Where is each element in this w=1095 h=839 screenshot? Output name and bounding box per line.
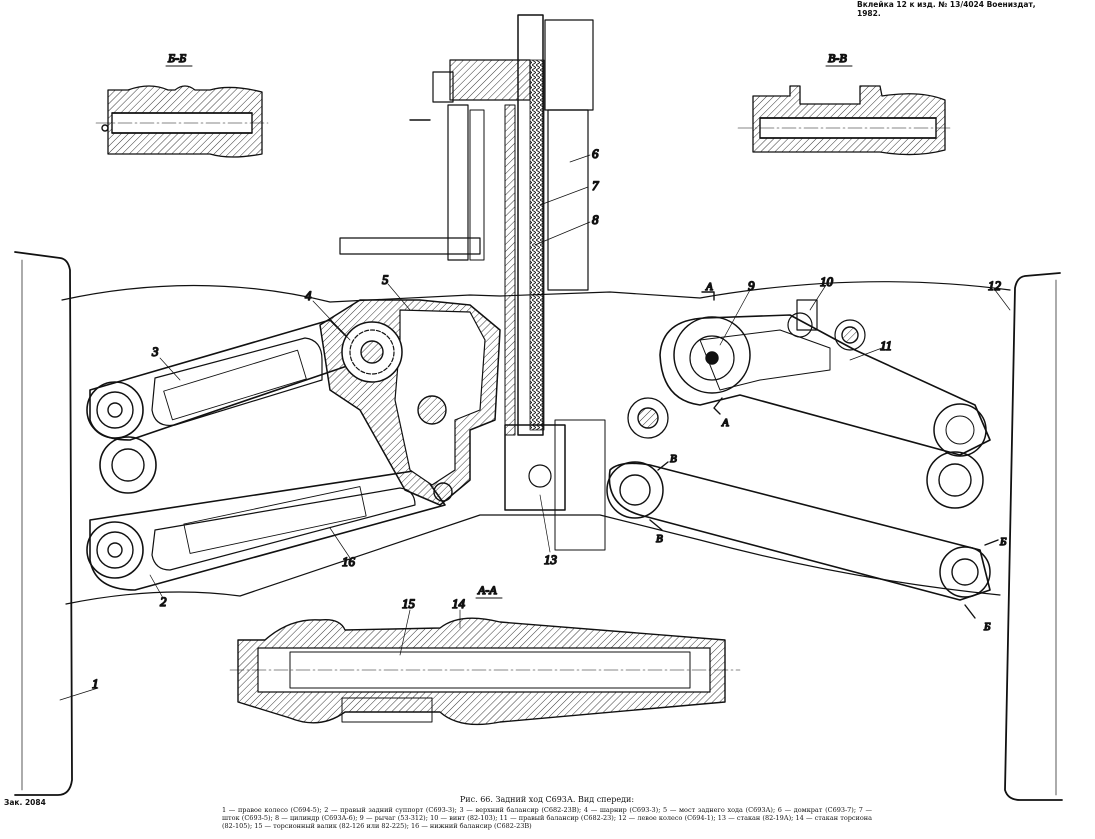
callout-2: 2	[160, 594, 167, 609]
section-aa-view	[229, 617, 741, 726]
callout-16: 16	[342, 554, 356, 569]
publisher-header: Вклейка 12 к изд. № 13/4024 Воениздат, 1…	[857, 0, 1087, 18]
rear-axle-bridge	[61, 281, 1011, 605]
callout-11: 11	[880, 338, 892, 353]
cut-mark-b-bottom: Б	[983, 621, 991, 633]
section-vv-view	[737, 85, 951, 156]
callout-7: 7	[592, 178, 599, 193]
callout-leaders	[59, 154, 1011, 701]
callout-5: 5	[382, 272, 389, 287]
road-rollers-right	[86, 381, 157, 579]
callout-3: 3	[151, 344, 159, 359]
publisher-line-2: 1982.	[857, 9, 881, 18]
callout-8: 8	[592, 212, 599, 227]
print-order-stamp: Зак. 2084	[4, 798, 46, 807]
callout-1: 1	[92, 676, 99, 691]
hinge-casting	[319, 299, 501, 506]
left-wheel	[1004, 272, 1063, 801]
figure-caption: Рис. 66. Задний ход С693А. Вид спереди: …	[222, 795, 872, 831]
cut-mark-v-top: В	[670, 453, 677, 465]
callout-10: 10	[820, 274, 834, 289]
section-vv-label: В-В	[828, 51, 847, 65]
callout-13: 13	[544, 552, 558, 567]
cut-mark-a-bottom: А	[721, 417, 729, 429]
section-cut-marks	[649, 291, 999, 619]
caption-legend: 1 — правое колесо (С694-5); 2 — правый з…	[222, 806, 872, 830]
publisher-line-1: Вклейка 12 к изд. № 13/4024 Воениздат,	[857, 0, 1036, 9]
cut-mark-b-top: Б	[999, 536, 1007, 548]
section-bb-view	[95, 85, 269, 158]
callout-15: 15	[402, 596, 416, 611]
lever-and-balancer	[659, 299, 991, 457]
lower-left-balancer	[606, 397, 991, 601]
cut-mark-v-bottom: В	[656, 533, 663, 545]
jack-assembly	[339, 14, 606, 551]
callout-9: 9	[748, 278, 755, 293]
right-wheel	[14, 251, 73, 796]
section-aa-label: А-А	[477, 583, 497, 597]
callout-14: 14	[452, 596, 466, 611]
callout-4: 4	[305, 288, 312, 303]
caption-title: Рис. 66. Задний ход С693А. Вид спереди:	[459, 795, 635, 804]
section-bb-label: Б-Б	[167, 51, 186, 65]
cut-mark-a-top: А	[705, 281, 713, 293]
callout-6: 6	[592, 146, 599, 161]
callout-12: 12	[988, 278, 1002, 293]
